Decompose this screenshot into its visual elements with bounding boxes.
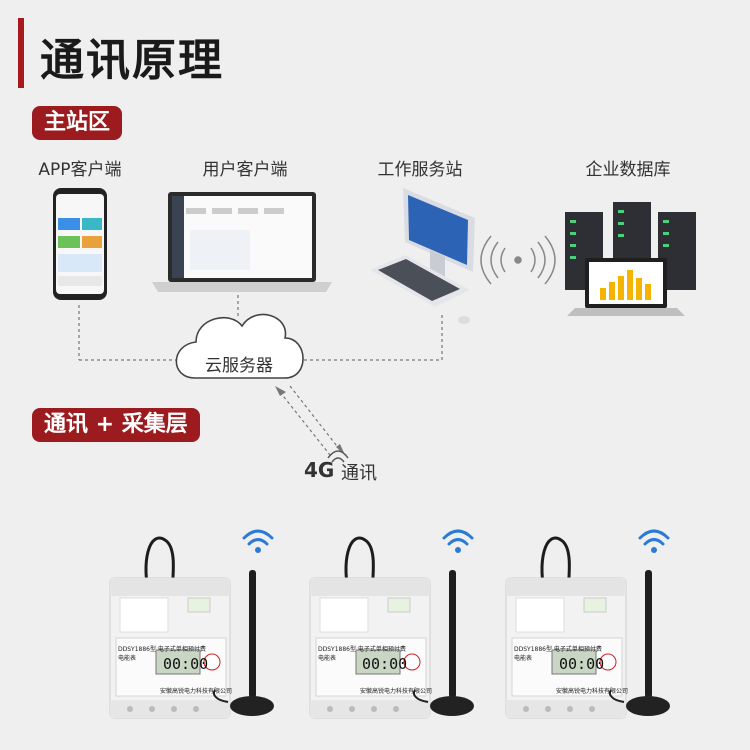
meter-cable <box>344 536 375 601</box>
meter-3-model: DDSY1886型 电子式单相预付费电能表 <box>514 646 602 662</box>
meter-bottom-terminal <box>310 700 430 718</box>
meter-1-display: 00:00 <box>163 655 209 673</box>
meter-1-model: DDSY1886型 电子式单相预付费电能表 <box>118 646 206 662</box>
meter-screw <box>171 706 177 712</box>
antenna-rod <box>449 570 456 698</box>
meter-2-display: 00:00 <box>362 655 408 673</box>
meter-2-maker: 安徽高锐电力科技有限公司 <box>360 688 433 695</box>
meter-screw <box>193 706 199 712</box>
label-workstation: 工作服务站 <box>377 160 463 180</box>
meter-screw <box>349 706 355 712</box>
antenna-rod <box>645 570 652 698</box>
link-4g-label: 4G <box>304 458 335 482</box>
label-database: 企业数据库 <box>585 160 671 180</box>
meter-4g-badge <box>203 653 221 671</box>
meter-screw <box>393 706 399 712</box>
cloud-icon <box>175 313 304 379</box>
antenna-base <box>430 696 474 716</box>
energy-meter-3 <box>505 529 670 719</box>
meter-indicator <box>583 597 607 613</box>
antenna-wire <box>608 689 625 703</box>
meter-top-terminal <box>506 578 626 596</box>
wifi-icon <box>638 529 670 553</box>
meter-button-panel <box>319 597 369 633</box>
meter-screw <box>545 706 551 712</box>
antenna-base <box>230 696 274 716</box>
meter-bottom-terminal <box>110 700 230 718</box>
signal-4g-icon <box>327 450 349 463</box>
meter-indicator <box>387 597 411 613</box>
meter-4g-badge <box>599 653 617 671</box>
network-dashed-lines <box>78 295 443 456</box>
meter-4g-badge <box>403 653 421 671</box>
meter-screw <box>149 706 155 712</box>
meter-screw <box>127 706 133 712</box>
meter-button-panel <box>515 597 565 633</box>
section-tag-comm: 通讯 + 采集层 <box>32 408 200 442</box>
wifi-icon <box>242 529 274 553</box>
meter-screw <box>567 706 573 712</box>
laptop-icon <box>152 192 332 292</box>
antenna-wire <box>412 689 429 703</box>
cloud-label: 云服务器 <box>205 356 273 376</box>
energy-meter-2 <box>309 529 474 719</box>
workstation-icon <box>370 188 475 324</box>
page-title: 通讯原理 <box>40 35 224 86</box>
link-arrowheads <box>275 386 345 455</box>
title-accent-bar <box>18 18 24 88</box>
meter-1-maker: 安徽高锐电力科技有限公司 <box>160 688 233 695</box>
antenna-base <box>626 696 670 716</box>
energy-meter-1 <box>109 529 274 719</box>
label-app-client: APP客户端 <box>38 160 122 180</box>
wifi-icon <box>442 529 474 553</box>
label-user-client: 用户客户端 <box>202 160 288 180</box>
meter-screw <box>371 706 377 712</box>
meter-bottom-terminal <box>506 700 626 718</box>
meter-lcd <box>355 649 401 675</box>
phone-icon <box>53 188 107 300</box>
meter-indicator <box>187 597 211 613</box>
meter-3-maker: 安徽高锐电力科技有限公司 <box>556 688 629 695</box>
meter-screw <box>327 706 333 712</box>
meter-screw <box>523 706 529 712</box>
wireless-signal-icon <box>480 235 556 285</box>
meter-3-display: 00:00 <box>559 655 605 673</box>
meter-screw <box>589 706 595 712</box>
antenna-rod <box>249 570 256 698</box>
meter-button-panel <box>119 597 169 633</box>
meter-cable <box>144 536 175 601</box>
meter-lcd <box>155 649 201 675</box>
meter-top-terminal <box>310 578 430 596</box>
meter-top-terminal <box>110 578 230 596</box>
antenna-wire <box>212 689 229 703</box>
meter-cable <box>540 536 571 601</box>
section-tag-master: 主站区 <box>32 106 123 140</box>
link-comm-label: 通讯 <box>341 463 377 484</box>
meter-lcd <box>551 649 597 675</box>
meter-2-model: DDSY1886型 电子式单相预付费电能表 <box>318 646 406 662</box>
database-servers-icon <box>565 202 696 316</box>
